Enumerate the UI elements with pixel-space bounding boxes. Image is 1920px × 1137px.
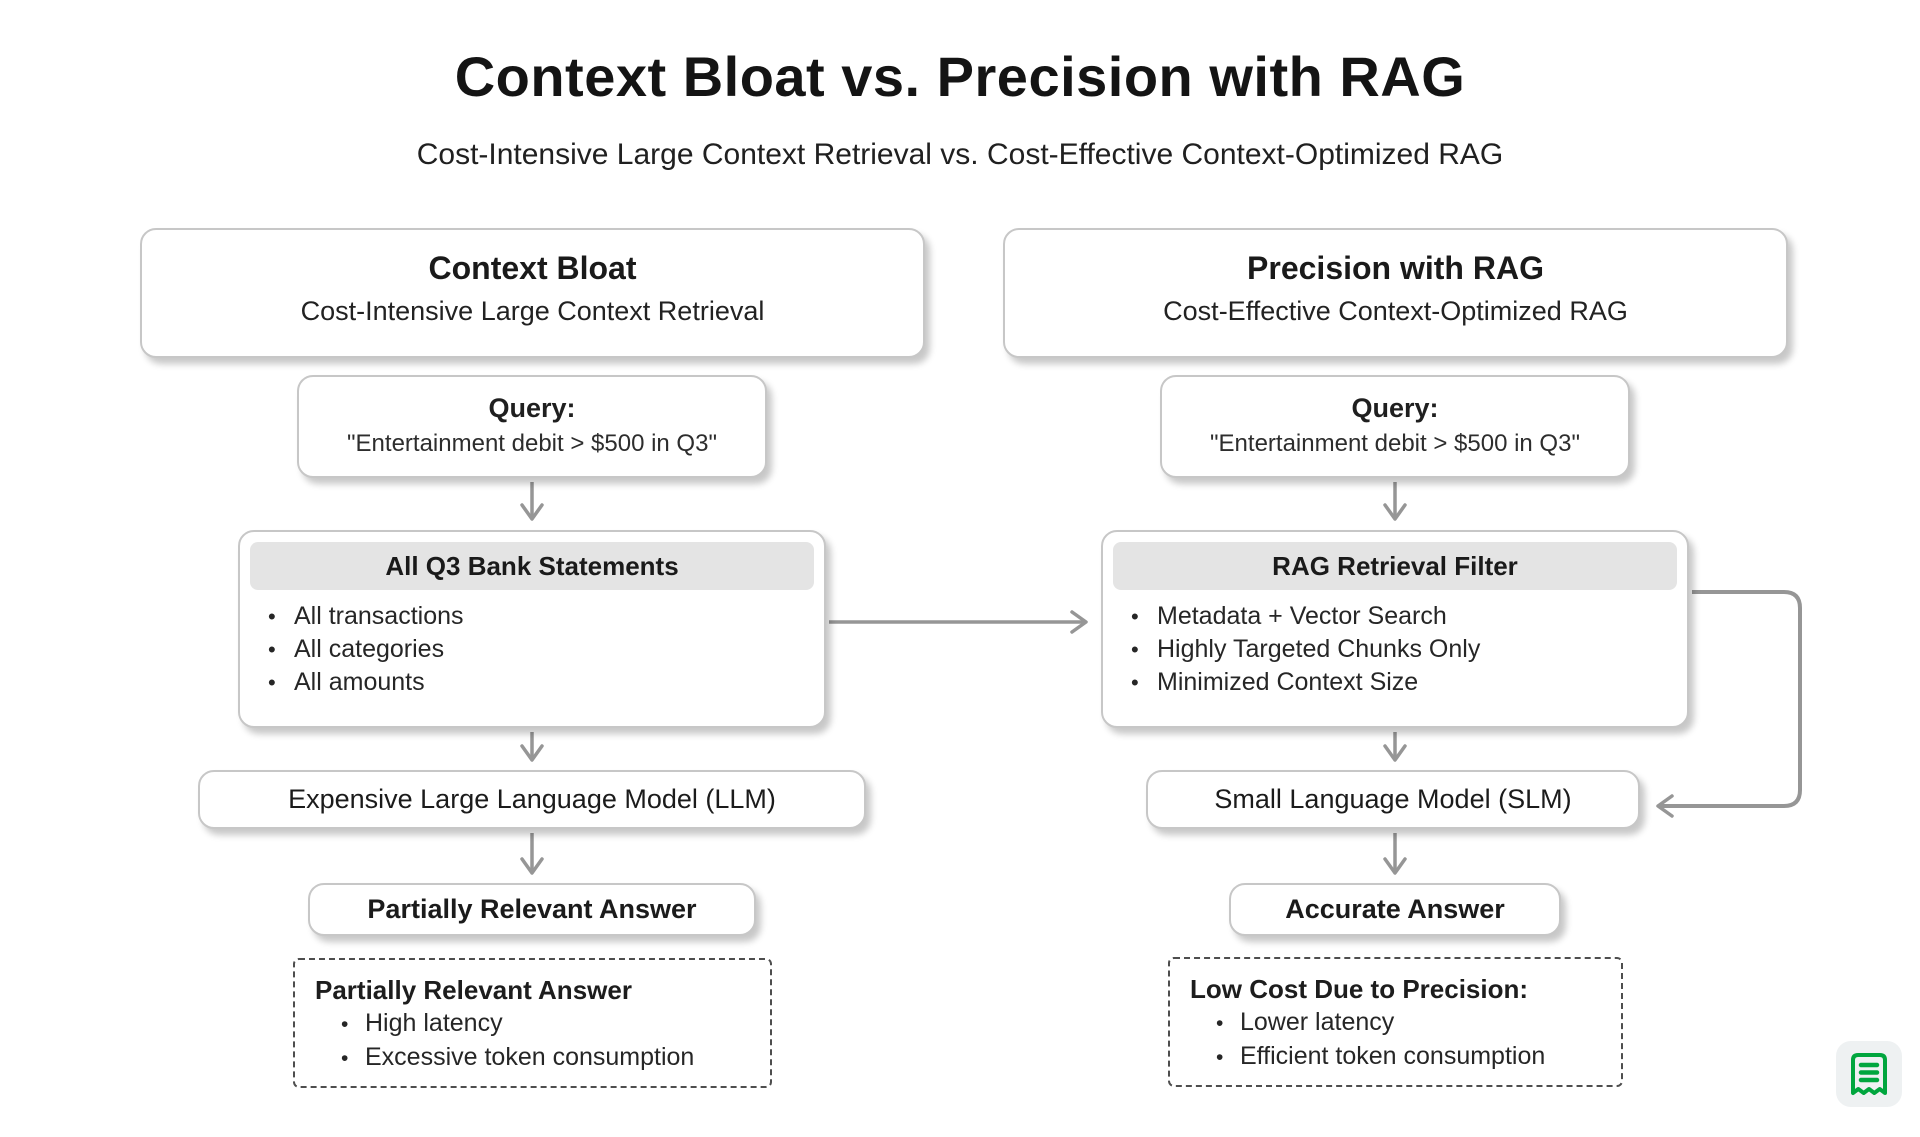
rag-retrieval-filter-title: RAG Retrieval Filter	[1113, 542, 1677, 590]
precision-rag-outcome-box: Low Cost Due to Precision: • Lower laten…	[1168, 957, 1623, 1087]
list-item-label: Highly Targeted Chunks Only	[1157, 635, 1481, 663]
bullet-icon: •	[341, 1047, 349, 1070]
list-item-label: Efficient token consumption	[1240, 1042, 1546, 1070]
bullet-icon: •	[1131, 604, 1139, 629]
partially-relevant-answer-box: Partially Relevant Answer	[308, 883, 756, 936]
page-title: Context Bloat vs. Precision with RAG	[454, 45, 1466, 108]
precision-rag-query-box: Query: "Entertainment debit > $500 in Q3…	[1160, 375, 1630, 478]
list-item: • Excessive token consumption	[315, 1041, 750, 1075]
bank-statements-title: All Q3 Bank Statements	[250, 542, 814, 590]
context-bloat-title: Context Bloat	[428, 250, 637, 286]
bullet-icon: •	[1216, 1046, 1224, 1069]
context-bloat-header-box: Context Bloat Cost-Intensive Large Conte…	[140, 228, 925, 358]
rag-retrieval-filter-box: RAG Retrieval Filter • Metadata + Vector…	[1101, 530, 1689, 728]
list-item-label: High latency	[365, 1009, 503, 1037]
slm-label: Small Language Model (SLM)	[1214, 784, 1572, 814]
precision-rag-header-box: Precision with RAG Cost-Effective Contex…	[1003, 228, 1788, 358]
llm-label: Expensive Large Language Model (LLM)	[288, 784, 776, 814]
bullet-icon: •	[1131, 637, 1139, 662]
query-text: "Entertainment debit > $500 in Q3"	[347, 430, 717, 457]
query-label: Query:	[488, 393, 576, 423]
bullet-icon: •	[1131, 670, 1139, 695]
slm-box: Small Language Model (SLM)	[1146, 770, 1640, 829]
bullet-icon: •	[268, 670, 276, 695]
list-item: • All categories	[268, 633, 810, 666]
bullet-icon: •	[268, 637, 276, 662]
bullet-icon: •	[341, 1013, 349, 1036]
outcome-title: Partially Relevant Answer	[315, 975, 632, 1005]
list-item: • Minimized Context Size	[1131, 666, 1673, 699]
bullet-icon: •	[268, 604, 276, 629]
list-item: • All amounts	[268, 666, 810, 699]
bank-statements-box: All Q3 Bank Statements • All transaction…	[238, 530, 826, 728]
list-item-label: Lower latency	[1240, 1008, 1395, 1036]
list-item: • All transactions	[268, 600, 810, 633]
bullet-icon: •	[1216, 1012, 1224, 1035]
list-item-label: Excessive token consumption	[365, 1043, 695, 1071]
list-item-label: All amounts	[294, 668, 425, 696]
list-item: • Highly Targeted Chunks Only	[1131, 633, 1673, 666]
list-item-label: Metadata + Vector Search	[1157, 602, 1447, 630]
list-item: • Metadata + Vector Search	[1131, 600, 1673, 633]
precision-rag-title: Precision with RAG	[1247, 250, 1544, 286]
query-text: "Entertainment debit > $500 in Q3"	[1210, 430, 1580, 457]
context-bloat-outcome-box: Partially Relevant Answer • High latency…	[293, 958, 772, 1088]
precision-rag-subtitle: Cost-Effective Context-Optimized RAG	[1163, 296, 1628, 326]
llm-box: Expensive Large Language Model (LLM)	[198, 770, 866, 829]
answer-label: Accurate Answer	[1285, 894, 1505, 924]
outcome-title: Low Cost Due to Precision:	[1190, 974, 1529, 1004]
accurate-answer-box: Accurate Answer	[1229, 883, 1561, 936]
rag-retrieval-filter-bullets: • Metadata + Vector Search • Highly Targ…	[1131, 600, 1673, 699]
context-bloat-subtitle: Cost-Intensive Large Context Retrieval	[300, 296, 765, 326]
receipt-icon	[1851, 1053, 1887, 1095]
context-bloat-query-box: Query: "Entertainment debit > $500 in Q3…	[297, 375, 767, 478]
list-item-label: All categories	[294, 635, 445, 663]
list-item-label: Minimized Context Size	[1157, 668, 1419, 696]
list-item: • High latency	[315, 1007, 750, 1041]
bank-statements-bullets: • All transactions • All categories • Al…	[268, 600, 810, 699]
list-item-label: All transactions	[294, 602, 464, 630]
list-item: • Efficient token consumption	[1190, 1040, 1601, 1074]
brand-badge	[1836, 1041, 1902, 1107]
page-subtitle: Cost-Intensive Large Context Retrieval v…	[416, 138, 1504, 171]
answer-label: Partially Relevant Answer	[367, 894, 697, 924]
query-label: Query:	[1351, 393, 1439, 423]
list-item: • Lower latency	[1190, 1006, 1601, 1040]
